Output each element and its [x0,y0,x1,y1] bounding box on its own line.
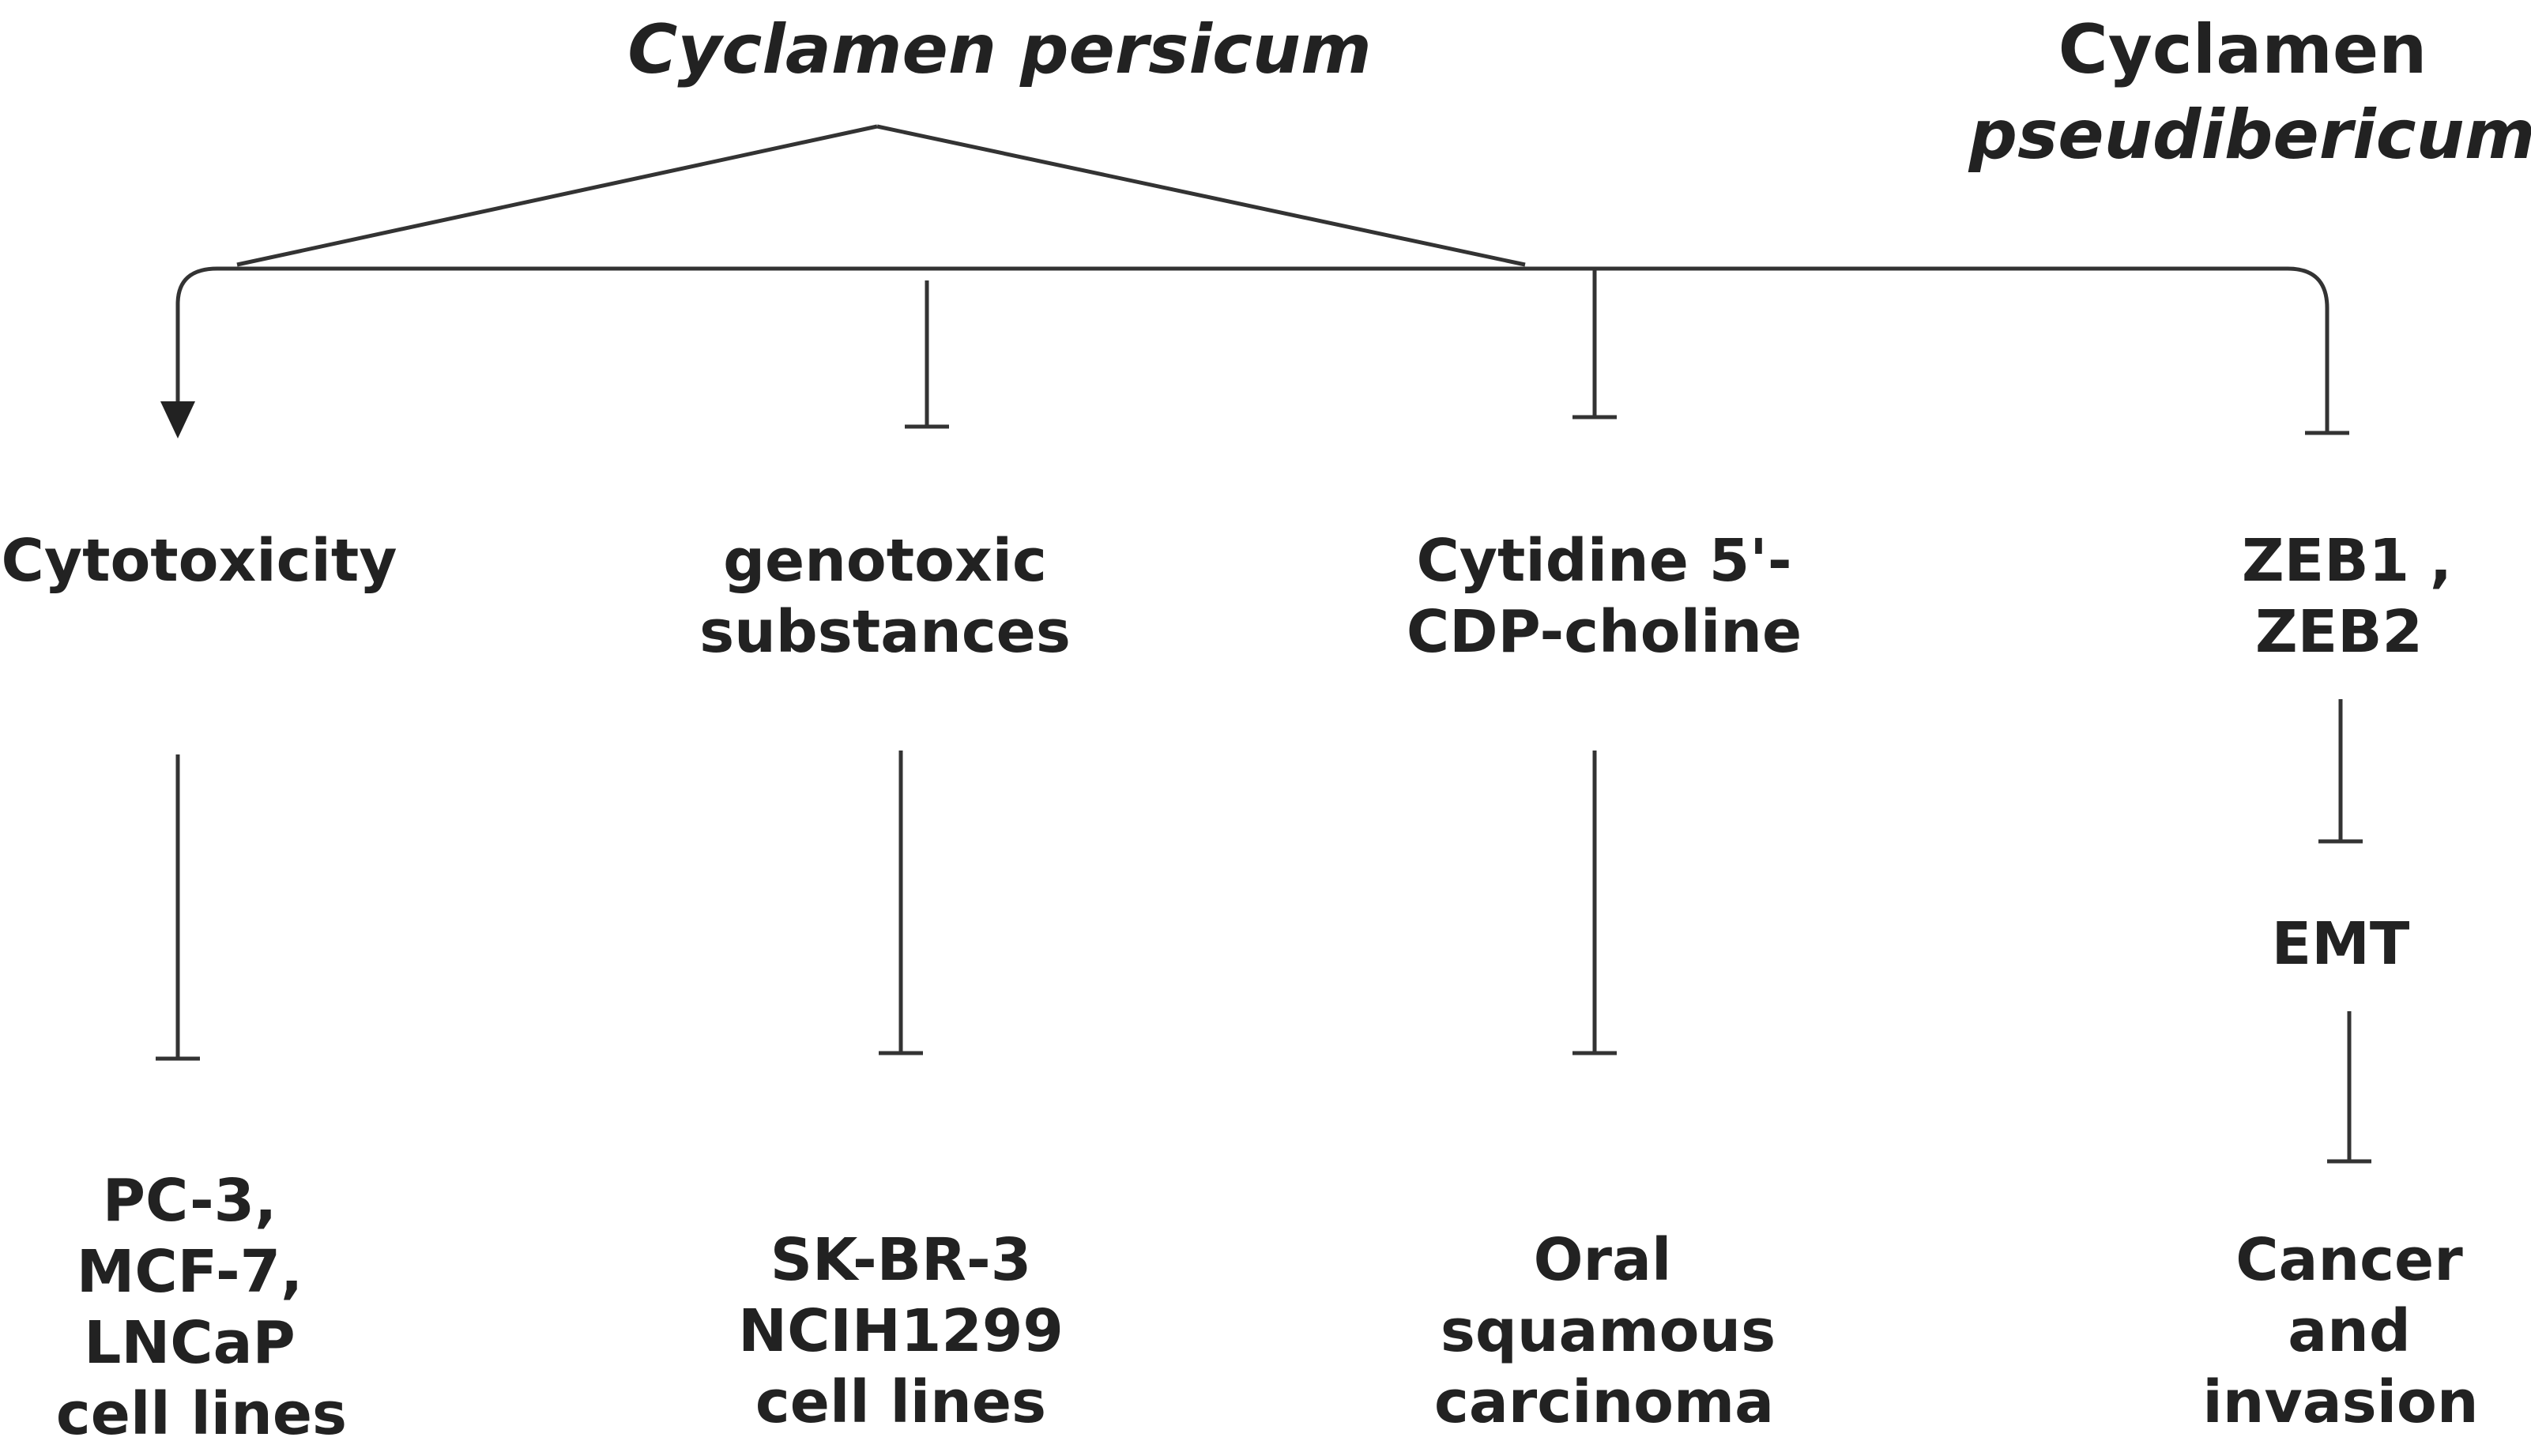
cyclamen-pseudibericum-title-line2: pseudibericum [1968,96,2531,175]
cancer-line1: Cancer [2235,1226,2463,1294]
cell-lines-2-line2: NCIH1299 [738,1297,1064,1365]
cancer-line2: and [2288,1297,2411,1365]
oral-line1: Oral [1534,1226,1672,1294]
activation-arrowhead [160,401,195,438]
cytidine-label-line1: Cytidine 5'- [1416,527,1791,595]
cyclamen-persicum-title: Cyclamen persicum [627,10,1372,89]
zeb-label-line2: ZEB2 [2255,598,2423,666]
oral-line3: carcinoma [1434,1368,1774,1436]
genotoxic-label-line1: genotoxic [723,527,1047,595]
cell-lines-1-line2: MCF-7, [77,1238,303,1306]
cell-lines-1-line1: PC-3, [103,1167,277,1235]
cell-lines-2-line1: SK-BR-3 [770,1226,1032,1294]
cell-lines-1-line3: LNCaP [84,1309,296,1377]
emt-label: EMT [2272,910,2410,978]
persicum-right-connector [876,124,1526,267]
cyclamen-pseudibericum-title-line1: Cyclamen [2058,10,2427,89]
cell-lines-2-line3: cell lines [755,1368,1046,1436]
cell-lines-1-line4: cell lines [56,1380,347,1448]
oral-line2: squamous [1441,1297,1776,1365]
cancer-line3: invasion [2202,1368,2478,1436]
cytidine-label-line2: CDP-choline [1407,598,1802,666]
cytotoxicity-label: Cytotoxicity [2,527,397,595]
zeb-label-line1: ZEB1 , [2242,527,2452,595]
genotoxic-label-line2: substances [699,598,1071,666]
branch-bar [175,266,2329,433]
persicum-left-connector [236,124,878,267]
